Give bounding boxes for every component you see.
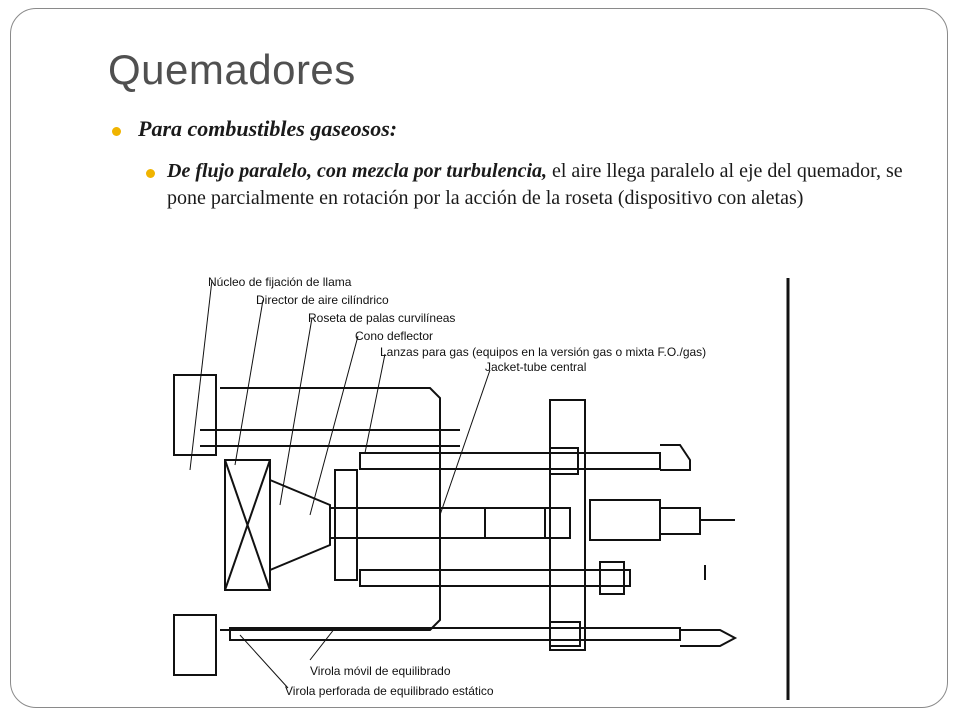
label-virola-movil: Virola móvil de equilibrado — [310, 664, 451, 678]
bullet-2-body: el aire llega paralelo al eje del quemad… — [167, 160, 903, 209]
bullet-2-text: De flujo paralelo, con mezcla por turbul… — [167, 158, 916, 212]
bullet-1-text: Para combustibles gaseosos: — [138, 116, 398, 141]
burner-diagram: Núcleo de fijación de llama Director de … — [160, 270, 795, 708]
bullet-level-1: Para combustibles gaseosos: — [112, 116, 397, 142]
label-director: Director de aire cilíndrico — [256, 293, 389, 307]
label-lanzas: Lanzas para gas (equipos en la versión g… — [380, 345, 706, 359]
label-roseta: Roseta de palas curvilíneas — [308, 311, 455, 325]
bullet-level-2: De flujo paralelo, con mezcla por turbul… — [146, 158, 916, 212]
label-virola-perforada: Virola perforada de equilibrado estático — [285, 684, 494, 698]
bullet-2-emphasis: De flujo paralelo, con mezcla por turbul… — [167, 160, 547, 182]
label-jacket: Jacket-tube central — [485, 360, 586, 374]
slide-frame — [10, 8, 948, 708]
label-cono: Cono deflector — [355, 329, 433, 343]
slide-title: Quemadores — [108, 46, 356, 93]
bullet-dot-icon — [146, 169, 155, 178]
bullet-dot-icon — [112, 127, 121, 136]
burner-diagram-svg: Núcleo de fijación de llama Director de … — [173, 275, 790, 700]
label-nucleo: Núcleo de fijación de llama — [208, 275, 352, 289]
